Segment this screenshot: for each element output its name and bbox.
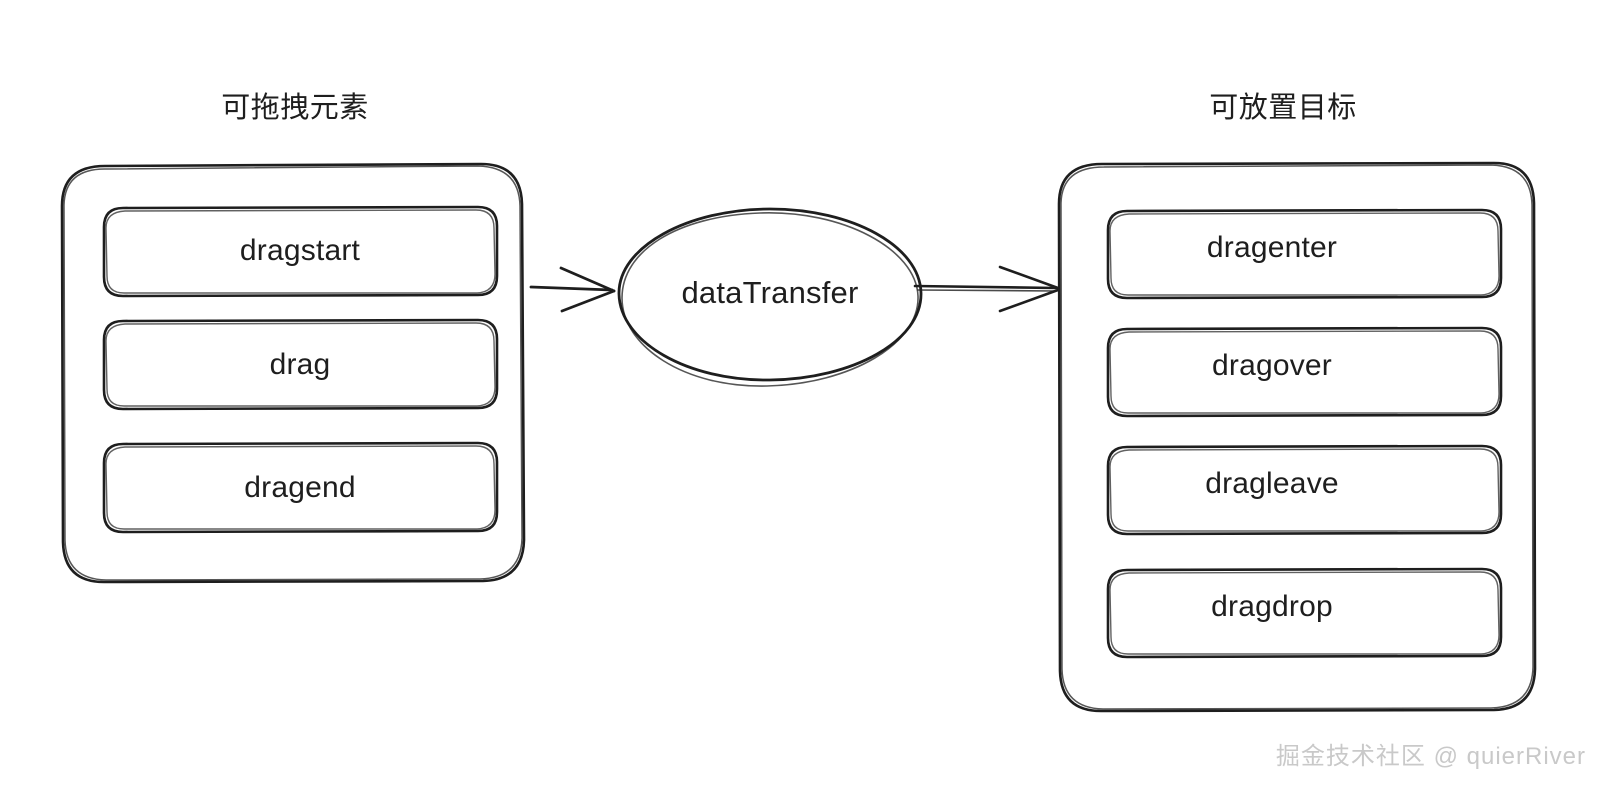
right-item-box-3 xyxy=(1106,444,1503,536)
left-group-container xyxy=(60,162,526,584)
right-item-box-4 xyxy=(1106,567,1503,659)
left-group-title: 可拖拽元素 xyxy=(221,92,369,124)
right-group-title: 可放置目标 xyxy=(1209,92,1357,124)
left-item-box-2 xyxy=(102,318,499,411)
left-item-label-dragstart[interactable]: dragstart xyxy=(239,234,361,267)
data-transfer-ellipse xyxy=(617,207,923,387)
right-item-box-2 xyxy=(1106,326,1503,418)
right-item-label-dragleave[interactable]: dragleave xyxy=(1205,467,1339,500)
right-group-container xyxy=(1057,161,1537,713)
arrow-transfer-to-right xyxy=(913,265,1060,313)
right-item-box-1 xyxy=(1106,208,1503,300)
right-item-label-dragover[interactable]: dragover xyxy=(1211,349,1333,382)
right-item-label-dragdrop[interactable]: dragdrop xyxy=(1211,590,1333,623)
left-item-label-drag[interactable]: drag xyxy=(269,348,331,381)
arrow-left-to-transfer xyxy=(529,266,616,313)
left-item-label-dragend[interactable]: dragend xyxy=(244,471,356,504)
watermark-text: 掘金技术社区 @ quierRiver xyxy=(1275,743,1586,770)
left-item-box-3 xyxy=(102,441,499,534)
data-transfer-label[interactable]: dataTransfer xyxy=(681,275,859,310)
left-item-box-1 xyxy=(102,205,499,298)
right-item-label-dragenter[interactable]: dragenter xyxy=(1206,231,1338,264)
